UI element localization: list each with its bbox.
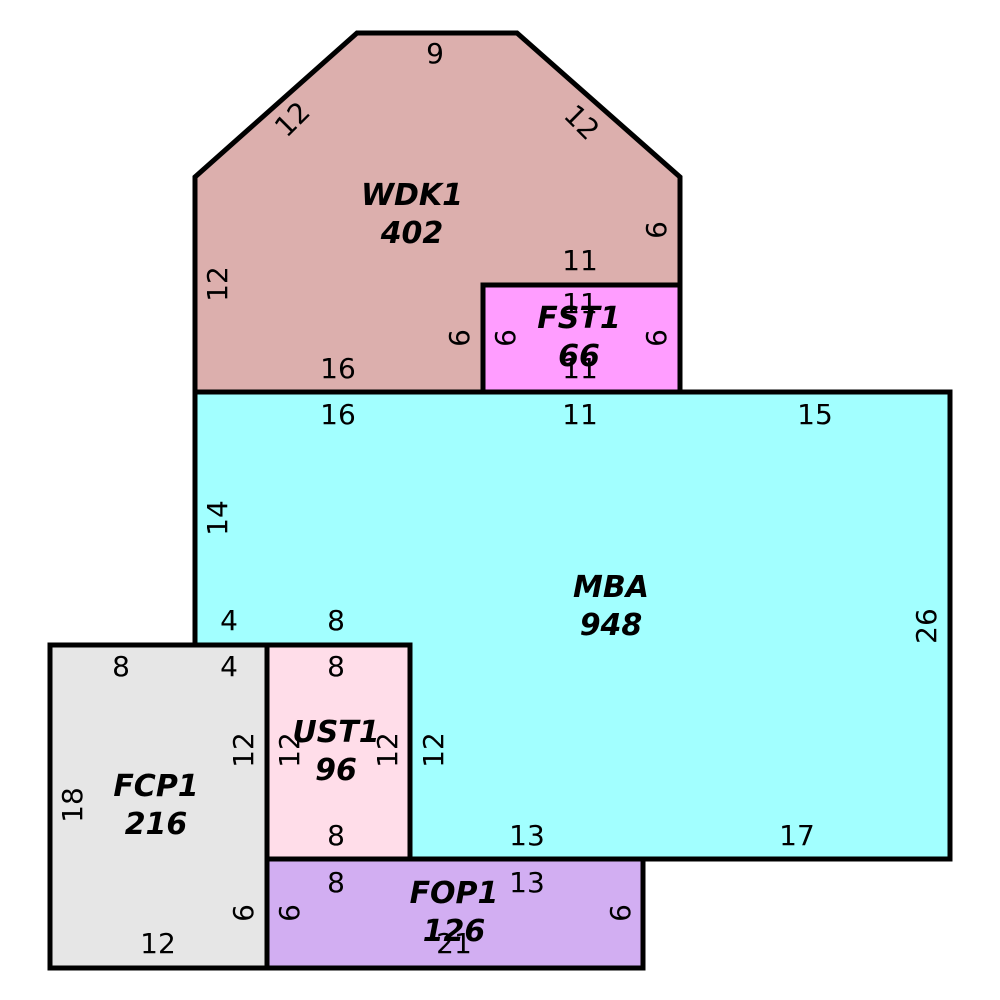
- dim-wdk1-inner-bottom: 11: [562, 244, 598, 277]
- dim-wdk1-top: 9: [426, 37, 444, 70]
- dim-fst1-right: 6: [640, 329, 673, 347]
- room-fst1-shape[interactable]: [480, 282, 683, 395]
- dim-mba-top-right: 15: [797, 398, 833, 431]
- dim-mba-notch-right: 12: [417, 732, 450, 768]
- room-name-ust1: UST1: [292, 715, 379, 750]
- dim-mba-top-mid: 11: [562, 398, 598, 431]
- dim-fop1-top-b: 13: [509, 866, 545, 899]
- room-ust1-shape[interactable]: [264, 642, 413, 862]
- room-name-mba: MBA: [573, 570, 649, 605]
- room-area-fop1: 126: [423, 914, 486, 949]
- dim-ust1-bottom: 8: [327, 819, 345, 852]
- room-name-fop1: FOP1: [410, 876, 499, 911]
- dim-mba-left: 14: [201, 500, 234, 536]
- dim-mba-bottom-right: 17: [779, 819, 815, 852]
- dim-fcp1-top-b: 4: [220, 650, 238, 683]
- dim-mba-top-left: 16: [320, 398, 356, 431]
- dim-fop1-right: 6: [604, 904, 637, 922]
- room-area-wdk1: 402: [380, 216, 444, 251]
- dim-fop1-top-a: 8: [327, 866, 345, 899]
- dim-ust1-right: 12: [371, 732, 404, 768]
- room-area-mba: 948: [580, 608, 643, 643]
- dim-fcp1-left: 18: [56, 787, 89, 823]
- dim-fst1-top: 11: [562, 287, 598, 320]
- dim-fop1-left: 6: [273, 904, 306, 922]
- dim-mba-bottom-mid: 13: [509, 819, 545, 852]
- dim-ust1-top: 8: [327, 650, 345, 683]
- dim-fcp1-bottom: 12: [140, 927, 176, 960]
- room-area-fcp1: 216: [125, 807, 188, 842]
- room-name-wdk1: WDK1: [361, 178, 463, 213]
- dim-fop1-bottom: 21: [436, 927, 472, 960]
- dim-mba-notch-top-b: 8: [327, 604, 345, 637]
- dim-mba-notch-top-a: 4: [220, 604, 238, 637]
- dim-mba-right: 26: [910, 608, 943, 644]
- room-fcp1-shape[interactable]: [47, 642, 270, 971]
- dim-wdk1-bottom: 16: [320, 352, 356, 385]
- room-area-fst1: 66: [558, 339, 600, 374]
- dim-fst1-bottom: 11: [562, 352, 598, 385]
- room-name-fst1: FST1: [537, 301, 620, 336]
- room-fop1-shape[interactable]: [264, 856, 646, 971]
- dim-fcp1-top-a: 8: [112, 650, 130, 683]
- dim-wdk1-inner-right: 6: [443, 329, 476, 347]
- room-area-ust1: 96: [315, 753, 357, 788]
- dim-fcp1-inner-right: 6: [227, 904, 260, 922]
- room-name-fcp1: FCP1: [113, 769, 198, 804]
- dim-ust1-left: 12: [273, 732, 306, 768]
- dim-fst1-left: 6: [489, 329, 522, 347]
- dim-wdk1-right: 6: [640, 221, 673, 239]
- dim-wdk1-left: 12: [201, 266, 234, 302]
- dim-fcp1-right: 12: [227, 732, 260, 768]
